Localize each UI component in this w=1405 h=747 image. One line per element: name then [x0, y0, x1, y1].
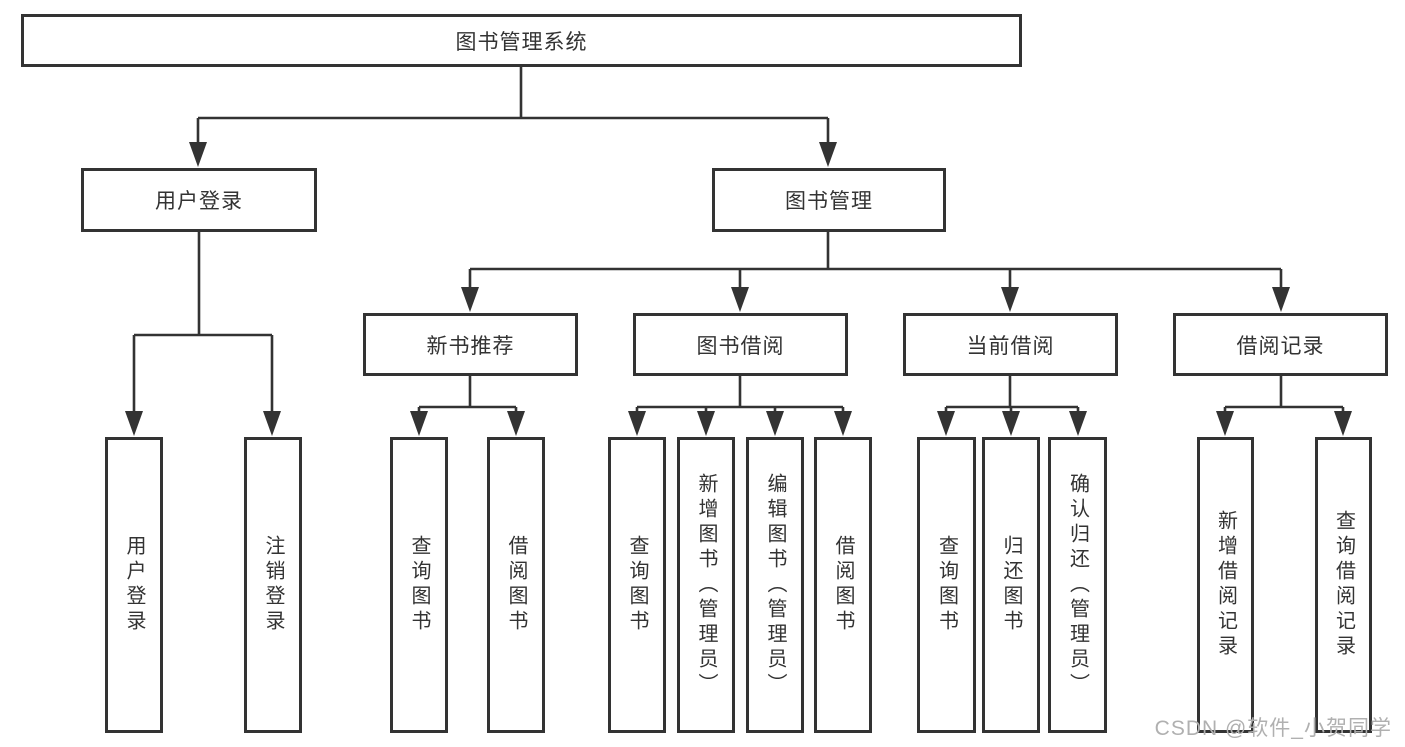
leaf-logout: 注销登录: [244, 437, 302, 733]
leaf-label: 编辑图书（管理员）: [764, 472, 786, 698]
connector-new-book-recommendation-children: [410, 376, 525, 436]
leaf-add-books-admin: 新增图书（管理员）: [677, 437, 735, 733]
leaf-borrow-books-recommend: 借阅图书: [487, 437, 545, 733]
leaf-label: 确认归还（管理员）: [1066, 472, 1089, 698]
leaf-add-borrow-record: 新增借阅记录: [1197, 437, 1254, 733]
node-label: 借阅记录: [1236, 334, 1325, 358]
connector-borrowing-records-children: [1216, 376, 1352, 436]
leaf-label: 注销登录: [262, 535, 284, 635]
connector-root-to-level2: [189, 67, 837, 167]
leaf-query-borrow-record: 查询借阅记录: [1315, 437, 1372, 733]
node-new-book-recommendation: 新书推荐: [363, 313, 578, 376]
node-label: 用户登录: [155, 190, 243, 213]
leaf-label: 新增图书（管理员）: [695, 472, 717, 698]
connector-book-management-children: [461, 232, 1290, 312]
leaf-label: 查询借阅记录: [1332, 510, 1355, 660]
node-book-borrowing: 图书借阅: [633, 313, 848, 376]
node-current-borrowing: 当前借阅: [903, 313, 1118, 376]
leaf-label: 新增借阅记录: [1214, 510, 1237, 660]
connector-user-login-children: [125, 232, 281, 436]
leaf-label: 归还图书: [1000, 535, 1022, 635]
leaf-query-books-borrowing: 查询图书: [608, 437, 666, 733]
leaf-edit-books-admin: 编辑图书（管理员）: [746, 437, 804, 733]
leaf-query-books-current: 查询图书: [917, 437, 976, 733]
node-label: 图书借阅: [696, 334, 785, 358]
node-borrowing-records: 借阅记录: [1173, 313, 1388, 376]
leaf-confirm-return-admin: 确认归还（管理员）: [1048, 437, 1107, 733]
leaf-user-login: 用户登录: [105, 437, 163, 733]
csdn-watermark: CSDN @软件_小贺同学: [1154, 717, 1392, 740]
connector-current-borrowing-children: [937, 376, 1087, 436]
node-book-management: 图书管理: [712, 168, 946, 232]
leaf-label: 借阅图书: [505, 535, 527, 635]
leaf-label: 借阅图书: [832, 535, 854, 635]
node-user-login: 用户登录: [81, 168, 317, 232]
leaf-return-books: 归还图书: [982, 437, 1040, 733]
leaf-label: 查询图书: [935, 535, 958, 635]
leaf-label: 查询图书: [626, 535, 648, 635]
connector-book-borrowing-children: [628, 376, 852, 436]
leaf-label: 用户登录: [123, 535, 145, 635]
node-label: 图书管理: [785, 190, 873, 213]
node-label: 新书推荐: [426, 334, 515, 358]
node-label: 当前借阅: [966, 334, 1055, 358]
leaf-borrow-books-borrowing: 借阅图书: [814, 437, 872, 733]
leaf-label: 查询图书: [408, 535, 430, 635]
node-label: 图书管理系统: [455, 30, 588, 54]
node-library-management-system: 图书管理系统: [21, 14, 1022, 67]
leaf-query-books-recommend: 查询图书: [390, 437, 448, 733]
